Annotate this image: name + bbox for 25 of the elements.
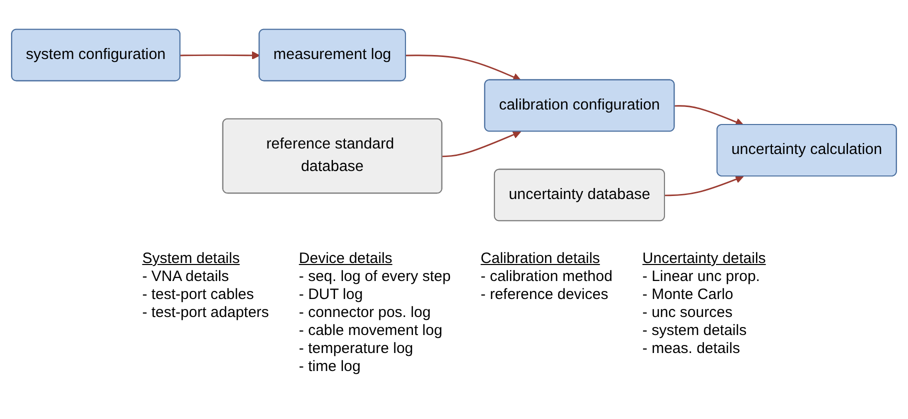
list-item: - test-port adapters: [142, 304, 269, 322]
arrow: [180, 51, 260, 60]
list-item: - VNA details: [142, 268, 230, 286]
details-heading: Calibration details: [480, 250, 601, 268]
list-item: - Linear unc prop.: [642, 268, 761, 286]
arrow: [406, 54, 522, 82]
details-heading: Device details: [298, 250, 394, 268]
list-item: - test-port cables: [142, 286, 255, 304]
list-item: - unc sources: [642, 304, 734, 322]
list-item: - Monte Carlo: [642, 286, 734, 304]
list-item: - calibration method: [480, 268, 612, 286]
arrow: [664, 175, 744, 196]
details-heading: Uncertainty details: [642, 250, 766, 268]
list-item: - cable movement log: [298, 322, 444, 340]
list-item: - connector pos. log: [298, 304, 432, 322]
list-item: - system details: [642, 322, 748, 340]
list-item: - time log: [298, 358, 362, 376]
list-item: - meas. details: [642, 340, 741, 358]
list-item: - temperature log: [298, 340, 414, 358]
details-heading: System details: [142, 250, 241, 268]
arrow: [442, 130, 522, 158]
list-item: - DUT log: [298, 286, 364, 304]
arrow: [674, 105, 744, 126]
list-item: - reference devices: [480, 286, 610, 304]
list-item: - seq. log of every step: [298, 268, 451, 286]
